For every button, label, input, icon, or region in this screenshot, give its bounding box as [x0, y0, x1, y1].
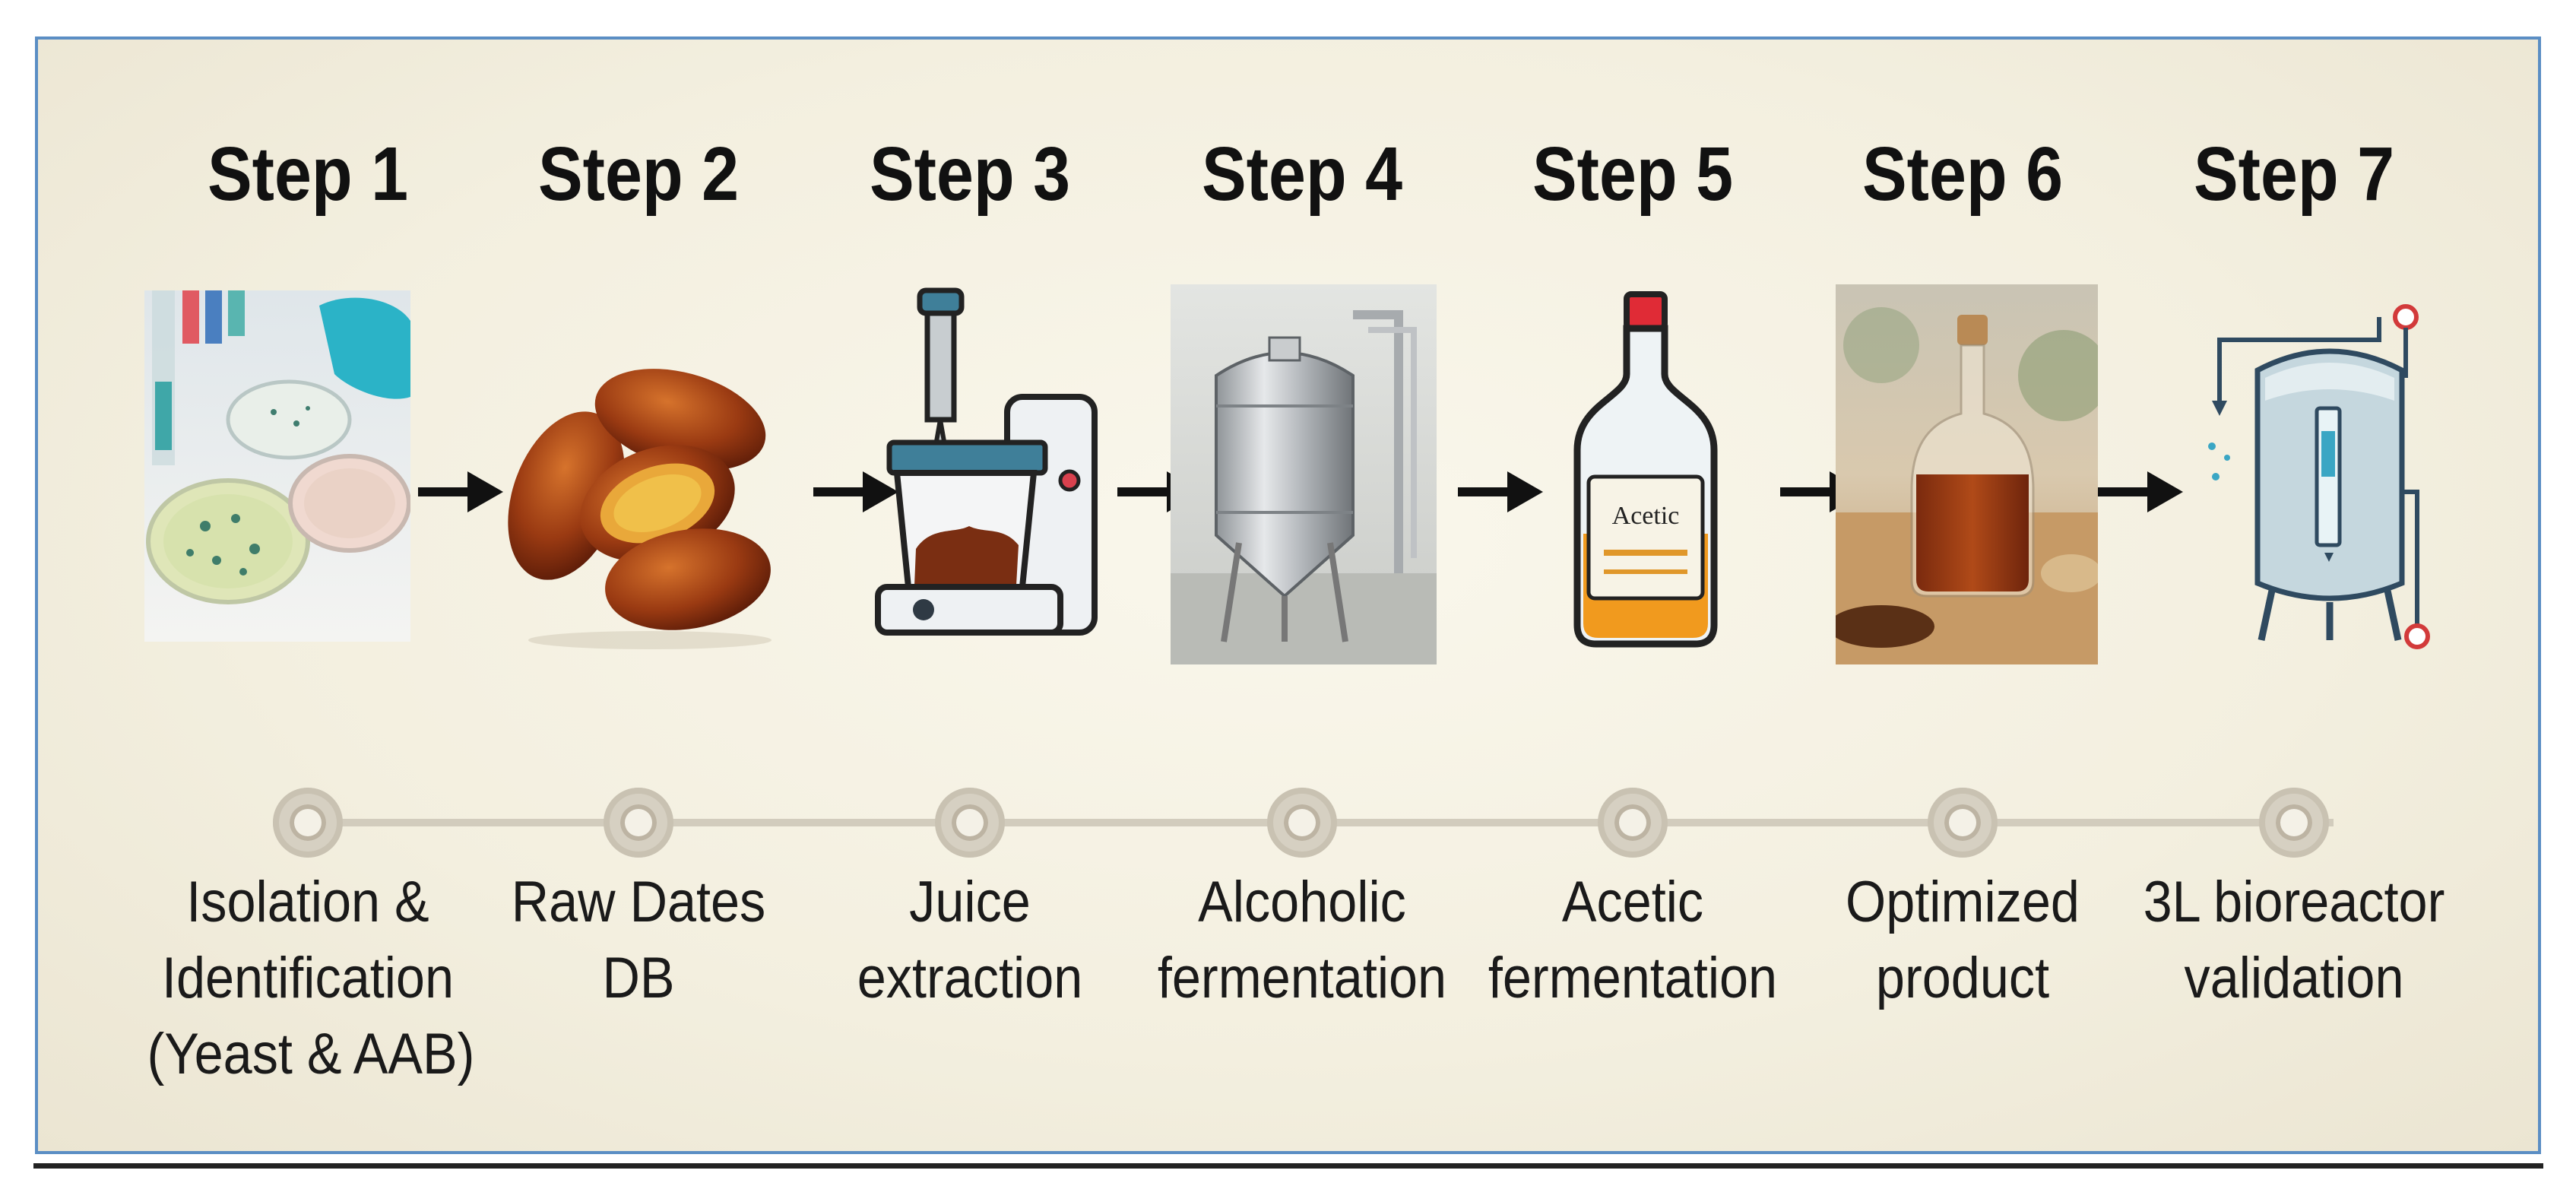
timeline-node-2 — [604, 788, 673, 858]
arrow-6-icon — [2098, 471, 2183, 512]
step-7-title: Step 7 — [2193, 132, 2395, 217]
arrow-4-icon — [1458, 471, 1543, 512]
dates-icon — [508, 369, 772, 649]
timeline-node-5 — [1598, 788, 1668, 858]
step-3-title: Step 3 — [869, 132, 1071, 217]
bottle-label: Acetic — [1611, 502, 1680, 530]
acetic-bottle-icon: Acetic — [1562, 290, 1729, 655]
arrow-2-icon — [813, 471, 898, 512]
vinegar-flask-icon — [1836, 284, 2098, 664]
arrow-1-icon — [418, 471, 503, 512]
petri-dish-icon — [144, 290, 410, 642]
fermentation-tank-icon — [1171, 284, 1437, 664]
step-5-title: Step 5 — [1532, 132, 1734, 217]
step-4-title: Step 4 — [1201, 132, 1403, 217]
diagram-frame: Step 1 Step 2 Step 3 Step 4 Step 5 Step … — [35, 36, 2541, 1154]
timeline-node-1 — [273, 788, 343, 858]
juicer-icon — [875, 287, 1098, 636]
timeline-line — [342, 819, 2334, 826]
timeline-node-3 — [935, 788, 1005, 858]
timeline-node-7 — [2259, 788, 2329, 858]
bottom-rule — [33, 1163, 2543, 1169]
step-2-title: Step 2 — [537, 132, 740, 217]
bioreactor-icon — [2208, 304, 2430, 649]
timeline-node-6 — [1928, 788, 1998, 858]
timeline-node-4 — [1267, 788, 1337, 858]
step-1-title: Step 1 — [207, 132, 409, 217]
step-1-caption: Isolation &Identification(Yeast & AAB) — [147, 870, 475, 1086]
step-6-title: Step 6 — [1862, 132, 2064, 217]
